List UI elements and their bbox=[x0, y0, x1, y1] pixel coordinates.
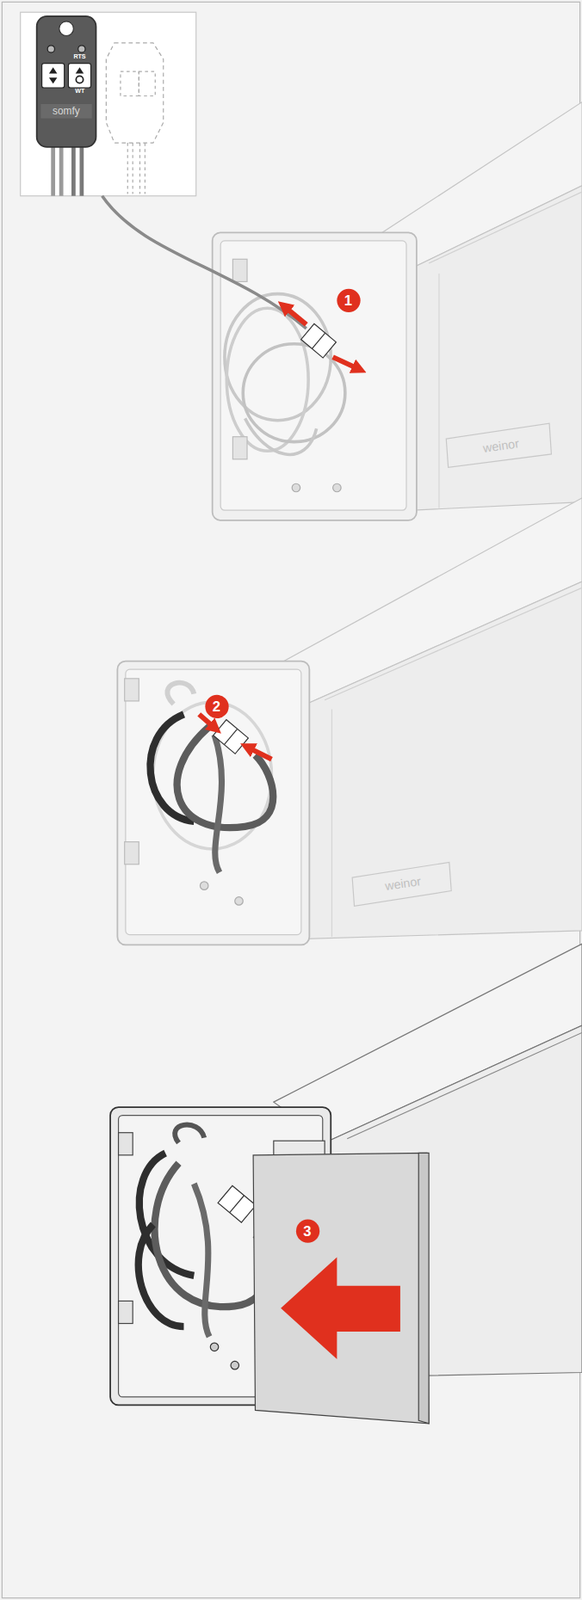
brand-logo: somfy bbox=[52, 105, 81, 117]
housing-2 bbox=[117, 498, 582, 947]
remote-inset bbox=[20, 12, 197, 197]
brand-label: weinor bbox=[482, 437, 521, 455]
callout-number: 2 bbox=[204, 694, 229, 719]
brand-label: weinor bbox=[383, 875, 422, 893]
device-label: WT bbox=[74, 87, 85, 94]
device-label: RTS bbox=[73, 53, 86, 60]
callout-number: 3 bbox=[295, 1219, 319, 1244]
housing-1 bbox=[102, 102, 582, 521]
callout-number: 1 bbox=[336, 288, 360, 312]
housing-3 bbox=[110, 944, 582, 1425]
